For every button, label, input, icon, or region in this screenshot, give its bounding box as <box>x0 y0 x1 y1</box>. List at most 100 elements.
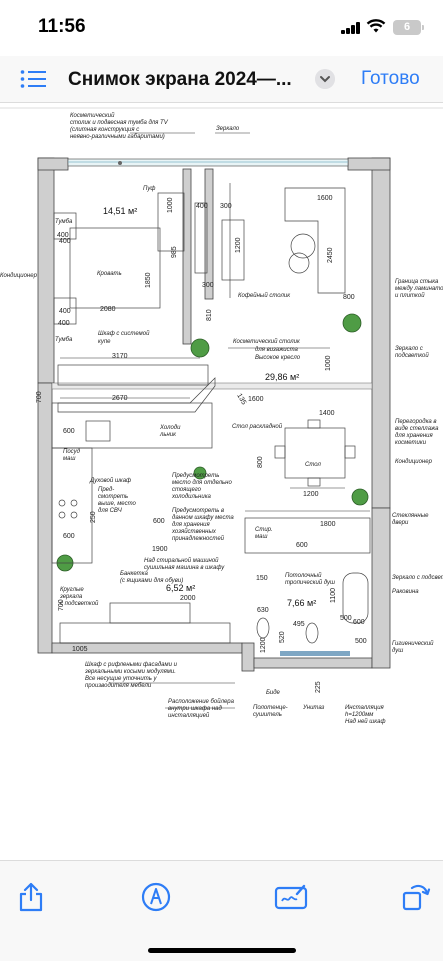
svg-text:500: 500 <box>340 615 352 622</box>
svg-text:Духовой шкаф: Духовой шкаф <box>89 477 131 484</box>
svg-text:и плиткой: и плиткой <box>395 292 425 299</box>
svg-text:Зеркало: Зеркало <box>216 126 240 132</box>
image-canvas[interactable]: Косметический столик и подвесная тумба д… <box>0 103 443 860</box>
svg-text:1600: 1600 <box>248 396 264 403</box>
svg-text:3170: 3170 <box>112 353 128 360</box>
svg-text:тропический душ: тропический душ <box>285 579 335 586</box>
svg-text:Шкаф с рифлеными фасадами и: Шкаф с рифлеными фасадами и <box>85 662 178 668</box>
svg-text:Полотенце-: Полотенце- <box>253 705 288 711</box>
svg-text:купе: купе <box>98 339 111 345</box>
svg-text:400: 400 <box>57 232 69 239</box>
list-icon[interactable] <box>20 69 46 89</box>
svg-text:косметики: косметики <box>395 440 427 446</box>
svg-text:зеркала: зеркала <box>59 594 83 600</box>
svg-text:(слитная конструкция с: (слитная конструкция с <box>70 127 139 133</box>
svg-text:600: 600 <box>63 533 75 540</box>
svg-text:Над ней шкаф: Над ней шкаф <box>345 718 385 725</box>
svg-text:600: 600 <box>153 518 165 525</box>
svg-text:495: 495 <box>293 621 305 628</box>
svg-text:520: 520 <box>279 631 286 643</box>
svg-text:Косметический: Косметический <box>70 112 115 119</box>
svg-text:между ламинатом: между ламинатом <box>395 286 443 292</box>
svg-text:выше, место: выше, место <box>98 501 137 507</box>
svg-text:Гигиенический: Гигиенический <box>392 640 434 647</box>
svg-text:2670: 2670 <box>112 395 128 402</box>
bottom-toolbar <box>0 860 443 961</box>
svg-text:двери: двери <box>392 520 409 526</box>
svg-text:2450: 2450 <box>327 247 334 263</box>
svg-text:подсветкой: подсветкой <box>395 352 429 359</box>
svg-text:1000: 1000 <box>325 355 332 371</box>
svg-text:300: 300 <box>220 203 232 210</box>
svg-text:250: 250 <box>90 511 97 523</box>
svg-text:Кофейный столик: Кофейный столик <box>238 292 291 299</box>
floor-plan-image: Косметический столик и подвесная тумба д… <box>0 107 443 725</box>
markup-pen-icon[interactable] <box>140 881 172 913</box>
svg-text:400: 400 <box>59 308 71 315</box>
svg-text:1005: 1005 <box>72 646 88 653</box>
svg-text:Зеркало с подсветкой: Зеркало с подсветкой <box>392 574 443 581</box>
svg-text:1200: 1200 <box>260 637 267 653</box>
rotate-icon[interactable] <box>400 881 432 913</box>
svg-text:Граница стыка: Граница стыка <box>395 279 439 285</box>
svg-text:Круглые: Круглые <box>60 587 84 593</box>
svg-text:Предусмотреть: Предусмотреть <box>172 473 219 479</box>
svg-text:столик и подвесная тумба для T: столик и подвесная тумба для TV <box>70 120 169 126</box>
svg-text:2000: 2000 <box>180 595 196 602</box>
svg-text:Перегородка в: Перегородка в <box>395 419 437 425</box>
svg-text:Потолочный: Потолочный <box>285 572 322 579</box>
svg-text:1200: 1200 <box>303 491 319 498</box>
svg-text:600: 600 <box>63 428 75 435</box>
svg-text:500: 500 <box>355 638 367 645</box>
home-indicator <box>148 948 296 953</box>
svg-text:Стол раскладной: Стол раскладной <box>232 423 283 430</box>
navigation-bar: Снимок экрана 2024—... Готово <box>0 56 443 103</box>
svg-text:маш: маш <box>255 534 267 540</box>
wifi-icon <box>366 19 386 33</box>
svg-text:1000: 1000 <box>167 197 174 213</box>
document-title[interactable]: Снимок экрана 2024—... <box>68 69 292 90</box>
svg-text:Посуд: Посуд <box>63 449 81 455</box>
svg-text:630: 630 <box>257 607 269 614</box>
svg-text:хозяйственных: хозяйственных <box>171 528 217 535</box>
svg-text:инсталляцией: инсталляцией <box>168 712 210 719</box>
svg-text:(с ящиками для обуви): (с ящиками для обуви) <box>120 578 183 584</box>
chevron-down-icon[interactable] <box>315 69 335 89</box>
svg-text:Расположение бойлера: Расположение бойлера <box>168 698 235 705</box>
svg-text:Биде: Биде <box>266 690 281 696</box>
svg-text:150: 150 <box>256 575 268 582</box>
svg-text:14,51 м²: 14,51 м² <box>103 206 137 216</box>
svg-text:Стир.: Стир. <box>255 527 273 533</box>
svg-text:Над стиральной машиной: Над стиральной машиной <box>144 557 219 564</box>
signature-icon[interactable] <box>273 881 309 913</box>
svg-text:7,66 м²: 7,66 м² <box>287 598 316 608</box>
svg-text:1800: 1800 <box>320 521 336 528</box>
svg-text:зеркальными косыми модулями.: зеркальными косыми модулями. <box>84 669 176 675</box>
svg-text:1600: 1600 <box>317 195 333 202</box>
svg-text:Все несущие уточнить у: Все несущие уточнить у <box>85 676 158 682</box>
svg-text:стоящего: стоящего <box>172 487 202 493</box>
status-time: 11:56 <box>38 16 86 37</box>
svg-text:для СВЧ: для СВЧ <box>98 508 123 514</box>
svg-text:1400: 1400 <box>319 410 335 417</box>
svg-text:сушильная машина в шкафу: сушильная машина в шкафу <box>144 565 225 571</box>
svg-text:700: 700 <box>36 391 43 403</box>
svg-text:маш: маш <box>63 456 75 462</box>
svg-text:для хранения: для хранения <box>395 433 434 439</box>
svg-text:1900: 1900 <box>152 546 168 553</box>
done-button[interactable]: Готово <box>361 68 420 89</box>
svg-text:для хранения: для хранения <box>172 522 211 528</box>
svg-text:льник: льник <box>159 432 177 438</box>
svg-text:800: 800 <box>257 456 264 468</box>
svg-text:1200: 1200 <box>235 237 242 253</box>
svg-text:виде стеллажа: виде стеллажа <box>395 426 439 432</box>
status-bar: 11:56 6 <box>0 0 443 56</box>
svg-text:135: 135 <box>235 393 247 407</box>
svg-text:800: 800 <box>343 294 355 301</box>
share-icon[interactable] <box>15 881 47 913</box>
svg-text:400: 400 <box>59 238 71 245</box>
svg-text:Косметический столик: Косметический столик <box>233 338 301 345</box>
svg-text:внутри шкафа над: внутри шкафа над <box>168 706 223 712</box>
svg-text:Кровать: Кровать <box>97 271 122 277</box>
svg-text:400: 400 <box>58 320 70 327</box>
